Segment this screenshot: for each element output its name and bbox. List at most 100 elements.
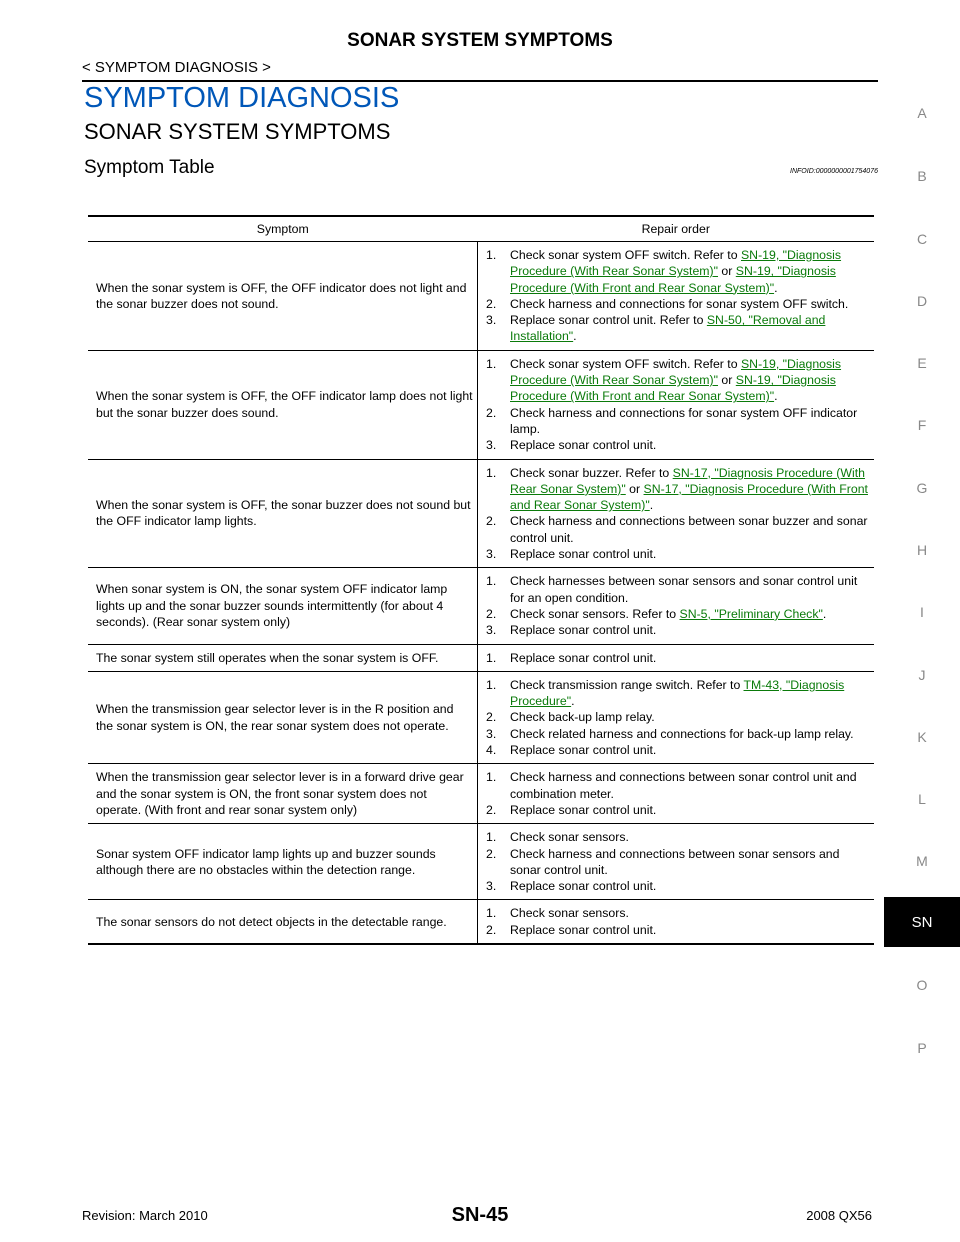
step-text: Check sonar sensors. Refer to [510, 606, 680, 621]
repair-steps: 1.Check sonar system OFF switch. Refer t… [486, 247, 868, 345]
repair-order-cell: 1.Replace sonar control unit. [477, 644, 874, 672]
step-text: Replace sonar control unit. [510, 743, 657, 758]
repair-order-cell: 1.Check transmission range switch. Refer… [477, 671, 874, 765]
repair-step: 2.Check back-up lamp relay. [486, 709, 868, 725]
repair-step: 1.Check harnesses between sonar sensors … [486, 573, 868, 606]
step-number: 3. [486, 438, 497, 453]
step-number: 1. [486, 830, 497, 845]
repair-step: 1.Check sonar system OFF switch. Refer t… [486, 356, 868, 405]
repair-step: 3.Replace sonar control unit. [486, 622, 868, 638]
table-row: When the transmission gear selector leve… [88, 671, 874, 765]
reference-link[interactable]: SN-17, "Diagnosis Procedure (With Front … [510, 481, 868, 513]
repair-step: 2.Check harness and connections between … [486, 513, 868, 546]
step-text: Check sonar sensors. [510, 906, 629, 921]
repair-step: 2.Check harness and connections for sona… [486, 405, 868, 438]
side-index-m[interactable]: M [916, 853, 928, 869]
repair-step: 3.Check related harness and connections … [486, 726, 868, 742]
step-number: 2. [486, 802, 497, 817]
symptom-cell: When the sonar system is OFF, the sonar … [88, 459, 478, 569]
side-index-sn[interactable]: SN [884, 897, 960, 947]
symptom-cell: When the sonar system is OFF, the OFF in… [88, 241, 478, 351]
side-index-i[interactable]: I [920, 604, 924, 620]
repair-step: 2.Check harness and connections between … [486, 846, 868, 879]
step-number: 1. [486, 906, 497, 921]
step-number: 3. [486, 313, 497, 328]
step-number: 2. [486, 606, 497, 621]
step-number: 1. [486, 465, 497, 480]
repair-steps: 1.Replace sonar control unit. [486, 650, 868, 666]
repair-step: 1.Check transmission range switch. Refer… [486, 677, 868, 710]
step-text: . [649, 498, 654, 513]
repair-order-cell: 1.Check sonar sensors.2.Check harness an… [477, 823, 874, 901]
page-header-subtitle: < SYMPTOM DIAGNOSIS > [82, 59, 271, 76]
reference-link[interactable]: SN-19, "Diagnosis Procedure (With Rear S… [510, 248, 842, 279]
repair-step: 3.Replace sonar control unit. Refer to S… [486, 312, 868, 345]
subsection-heading: SONAR SYSTEM SYMPTOMS [84, 119, 391, 144]
step-text: or [718, 373, 736, 388]
table-row: When the sonar system is OFF, the OFF in… [88, 350, 874, 460]
repair-steps: 1.Check harness and connections between … [486, 769, 868, 818]
reference-link[interactable]: SN-19, "Diagnosis Procedure (With Front … [510, 373, 836, 404]
side-index-d[interactable]: D [916, 293, 928, 309]
side-index-g[interactable]: G [916, 480, 928, 496]
step-text: Check harness and connections between so… [510, 846, 840, 877]
symptom-cell: When the transmission gear selector leve… [88, 671, 478, 765]
step-text: or [718, 264, 736, 279]
step-number: 3. [486, 547, 497, 562]
side-index-b[interactable]: B [917, 168, 927, 184]
repair-order-cell: 1. Check sonar buzzer. Refer to SN-17, "D… [477, 459, 874, 569]
step-text: Check related harness and connections fo… [510, 726, 854, 741]
side-index-f[interactable]: F [917, 417, 927, 433]
repair-step: 3.Replace sonar control unit. [486, 437, 868, 453]
table-heading: Symptom Table [84, 157, 215, 178]
reference-link[interactable]: SN-50, "Removal and Installation" [510, 313, 826, 344]
side-index-e[interactable]: E [917, 355, 927, 371]
step-text: or [625, 481, 644, 496]
repair-step: 1.Replace sonar control unit. [486, 650, 868, 666]
step-text: Replace sonar control unit. [510, 802, 657, 817]
reference-link[interactable]: SN-19, "Diagnosis Procedure (With Front … [510, 264, 836, 295]
side-index-p[interactable]: P [917, 1040, 927, 1056]
step-text: Replace sonar control unit. [510, 922, 657, 937]
side-index-l[interactable]: L [918, 791, 926, 807]
table-row: When sonar system is ON, the sonar syste… [88, 567, 874, 645]
repair-step: 2.Check harness and connections for sona… [486, 296, 868, 312]
side-index-o[interactable]: O [916, 977, 928, 993]
reference-link[interactable]: SN-5, "Preliminary Check" [679, 606, 823, 621]
repair-steps: 1.Check harnesses between sonar sensors … [486, 573, 868, 638]
repair-step: 1. Check sonar buzzer. Refer to SN-17, "D… [486, 465, 868, 514]
step-text: . [571, 694, 575, 709]
step-text: . [573, 329, 577, 344]
step-text: Replace sonar control unit. [510, 547, 657, 562]
side-index-h[interactable]: H [916, 542, 928, 558]
step-text: Check harness and connections between so… [510, 770, 857, 801]
step-number: 2. [486, 710, 497, 725]
repair-step: 3.Replace sonar control unit. [486, 878, 868, 894]
repair-order-cell: 1.Check sonar system OFF switch. Refer t… [477, 241, 874, 351]
repair-step: 1. Check sonar sensors. [486, 905, 868, 921]
repair-step: 1.Check harness and connections between … [486, 769, 868, 802]
side-index-a[interactable]: A [917, 105, 927, 121]
reference-link[interactable]: TM-43, "Diagnosis Procedure" [510, 677, 845, 709]
step-number: 2. [486, 922, 497, 937]
info-id: INFOID:0000000001754076 [790, 168, 878, 175]
reference-link[interactable]: SN-17, "Diagnosis Procedure (With Rear S… [510, 465, 865, 496]
step-number: 1. [486, 356, 497, 371]
step-text: Replace sonar control unit. [510, 623, 657, 638]
side-index-k[interactable]: K [917, 729, 927, 745]
repair-steps: 1.Check sonar system OFF switch. Refer t… [486, 356, 868, 454]
side-index-j[interactable]: J [918, 667, 926, 683]
section-heading: SYMPTOM DIAGNOSIS [84, 82, 400, 114]
page-header-title: SONAR SYSTEM SYMPTOMS [347, 30, 613, 51]
step-text: Check sonar buzzer. Refer to [510, 465, 673, 480]
step-number: 2. [486, 296, 497, 311]
repair-step: 2. Replace sonar control unit. [486, 802, 868, 818]
repair-steps: 1.Check transmission range switch. Refer… [486, 677, 868, 758]
table-row: Sonar system OFF indicator lamp lights u… [88, 823, 874, 901]
step-number: 1. [486, 677, 497, 692]
step-text: Check sonar system OFF switch. Refer to [510, 248, 741, 262]
side-index-c[interactable]: C [916, 231, 928, 247]
step-number: 2. [486, 514, 497, 529]
reference-link[interactable]: SN-19, "Diagnosis Procedure (With Rear S… [510, 356, 842, 388]
step-text: . [822, 606, 827, 621]
